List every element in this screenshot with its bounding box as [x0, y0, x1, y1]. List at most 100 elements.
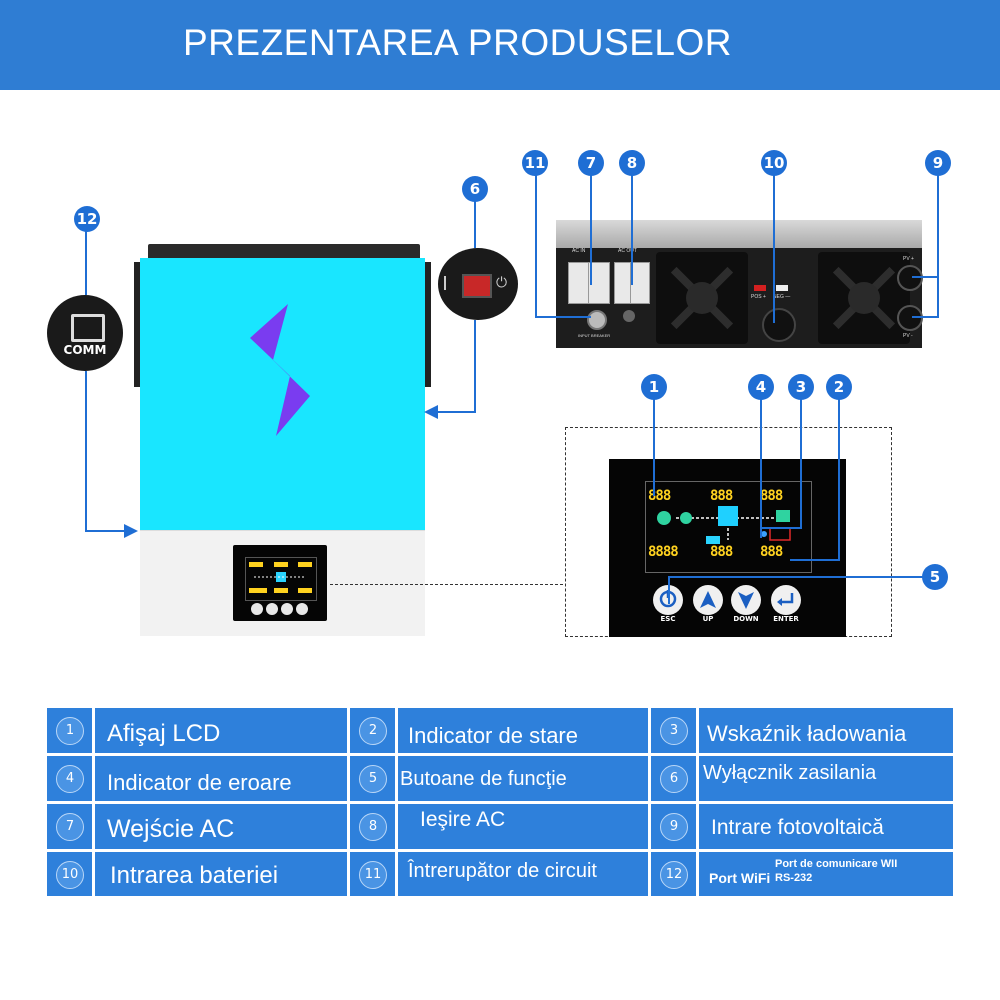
lcd-flow-graphic — [657, 506, 791, 544]
legend-label: Intrarea bateriei — [110, 862, 279, 889]
legend-label-cell: Intrare fotovoltaică — [699, 804, 953, 849]
legend-num: 7 — [56, 813, 84, 841]
switch-on-mark-icon — [444, 276, 446, 290]
mini-lcd-graphic — [249, 562, 312, 593]
legend-num: 5 — [359, 765, 387, 793]
legend-label-cell: Port WiFi Port de comunicare WII RS-232 — [699, 852, 953, 896]
enter-button[interactable] — [771, 585, 801, 615]
legend-num: 11 — [359, 861, 387, 889]
header-banner: PREZENTAREA PRODUSELOR — [0, 0, 1000, 90]
pos-terminal-icon — [754, 285, 766, 291]
legend-num: 9 — [660, 813, 688, 841]
down-arrow-icon — [738, 592, 754, 609]
comm-port-callout: COMM — [47, 295, 123, 371]
fault-icon — [769, 527, 791, 541]
cooling-fan-right — [818, 252, 910, 344]
power-symbol-icon: ⏻ — [496, 274, 508, 290]
lcd-digits-4: 8888 — [648, 544, 679, 560]
lead-line-12a — [85, 230, 87, 295]
lcd-digits-3: 888 — [760, 488, 783, 504]
badge-10: 10 — [761, 150, 787, 176]
legend-label-cell: Întrerupător de circuit — [398, 852, 648, 896]
pv-plus-label: PV + — [903, 256, 914, 262]
lead-line-5b — [668, 576, 670, 604]
inverter-right-edge — [423, 262, 431, 387]
up-label: UP — [702, 615, 714, 623]
lead-line-9c — [912, 316, 938, 318]
legend-num: 8 — [359, 813, 387, 841]
inverter-left-edge — [134, 262, 142, 387]
lightning-logo-icon — [250, 304, 310, 436]
legend-label-cell: Butoane de funcţie — [398, 756, 648, 801]
cooling-fan-left — [656, 252, 748, 344]
mini-up-button[interactable] — [266, 603, 278, 615]
pos-label: POS + — [751, 294, 766, 300]
page-title: PREZENTAREA PRODUSELOR — [183, 22, 732, 63]
legend-label: Wskaźnik ładowania — [707, 721, 907, 746]
ac-out-terminal-2 — [630, 262, 650, 304]
lcd-digits-6: 888 — [760, 544, 783, 560]
lead-line-3b — [762, 527, 802, 529]
legend-label-comm: Port de comunicare WII — [775, 858, 898, 870]
legend-num: 2 — [359, 717, 387, 745]
enter-arrow-icon — [777, 593, 794, 606]
legend-num-cell: 3 — [651, 708, 696, 753]
rear-top-cover — [556, 220, 922, 248]
pv-minus-label: PV - — [903, 333, 913, 339]
legend-num: 10 — [56, 861, 84, 889]
ac-out-label: AC OUT — [618, 248, 637, 254]
mini-enter-button[interactable] — [296, 603, 308, 615]
badge-12: 12 — [74, 206, 100, 232]
grid-tower-icon — [680, 512, 692, 524]
lead-line-4 — [760, 398, 762, 538]
badge-5: 5 — [922, 564, 948, 590]
badge-9: 9 — [925, 150, 951, 176]
input-breaker-label: INPUT BREAKER — [578, 333, 611, 338]
legend-label: Wejście AC — [107, 815, 235, 843]
up-button[interactable] — [693, 585, 723, 615]
legend-num-cell: 11 — [350, 852, 395, 896]
up-arrow-icon — [700, 591, 716, 608]
lead-line-1 — [653, 398, 655, 496]
legend-label-rs232: RS-232 — [775, 872, 813, 884]
lcd-display: 888 888 888 8888 888 888 — [645, 481, 812, 573]
arrow-12-icon — [124, 524, 138, 538]
down-button[interactable] — [731, 585, 761, 615]
rocker-switch-icon — [462, 274, 492, 298]
legend-num: 3 — [660, 717, 688, 745]
lead-line-7 — [590, 175, 592, 285]
lead-line-5a — [668, 576, 924, 578]
lead-line-6c — [436, 411, 476, 413]
legend-label-cell: Wejście AC — [95, 804, 347, 849]
legend-num-cell: 1 — [47, 708, 92, 753]
legend-label: Intrare fotovoltaică — [711, 816, 884, 839]
legend-label: Indicator de eroare — [107, 770, 292, 795]
legend-label-cell: Wyłącznik zasilania — [699, 756, 953, 801]
inverter-icon — [718, 506, 738, 526]
lead-line-6b — [474, 320, 476, 412]
legend-num-cell: 6 — [651, 756, 696, 801]
lead-line-11a — [535, 175, 537, 317]
breaker-knob-icon[interactable] — [587, 310, 607, 330]
legend-num-cell: 9 — [651, 804, 696, 849]
legend-label-cell: Ieşire AC — [398, 804, 648, 849]
legend-label: Ieşire AC — [420, 808, 506, 831]
enter-label: ENTER — [773, 615, 799, 623]
legend-label-cell: Afişaj LCD — [95, 708, 347, 753]
neg-terminal-icon — [776, 285, 788, 291]
mini-esc-button[interactable] — [251, 603, 263, 615]
lead-line-10 — [773, 175, 775, 323]
rj45-port-icon — [71, 314, 105, 342]
legend-label-wifi: Port WiFi — [709, 870, 771, 886]
legend-label: Butoane de funcţie — [400, 768, 567, 790]
lead-line-6a — [474, 200, 476, 248]
lcd-digits-5: 888 — [710, 544, 733, 560]
legend-label: Afişaj LCD — [107, 720, 221, 747]
legend-num: 6 — [660, 765, 688, 793]
legend-num-cell: 4 — [47, 756, 92, 801]
badge-6: 6 — [462, 176, 488, 202]
badge-8: 8 — [619, 150, 645, 176]
legend-label-cell: Wskaźnik ładowania — [699, 708, 953, 753]
status-led-icon — [761, 531, 767, 537]
mini-down-button[interactable] — [281, 603, 293, 615]
